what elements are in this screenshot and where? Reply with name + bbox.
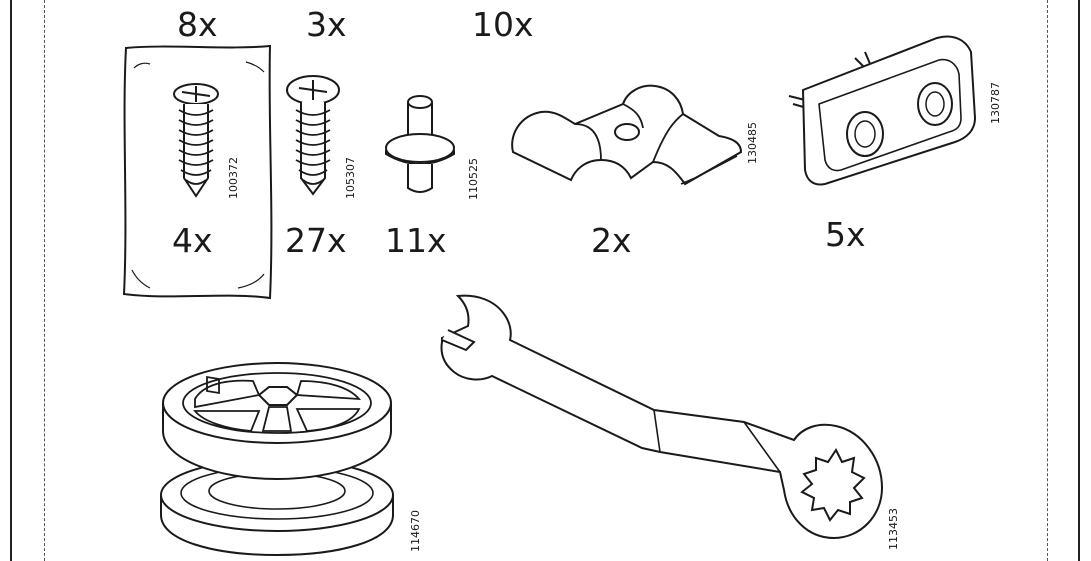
dowel-pin-icon <box>382 92 458 198</box>
code-bracket-clip: 130485 <box>746 122 759 164</box>
code-cam-lock: 114670 <box>409 510 422 552</box>
qty-dowel-pin-bottom: 11x <box>385 221 447 260</box>
bracket-clip-icon <box>505 80 745 190</box>
right-cut-line <box>1047 0 1048 561</box>
qty-bracket-clip: 2x <box>591 221 632 260</box>
right-border <box>1078 0 1080 561</box>
left-border <box>10 0 12 561</box>
qty-short-screw-bottom: 27x <box>285 221 347 260</box>
cam-lock-icon <box>155 355 400 560</box>
qty-connector-plate: 5x <box>825 215 866 254</box>
long-screw-icon <box>168 82 224 200</box>
qty-dowel-pin-top: 10x <box>472 5 534 44</box>
qty-long-screw-bottom: 4x <box>172 221 213 260</box>
short-screw-icon <box>283 74 343 198</box>
wrench-icon <box>432 292 890 546</box>
code-short-screw: 105307 <box>344 157 357 199</box>
qty-short-screw-top: 3x <box>306 5 347 44</box>
qty-long-screw-top: 8x <box>177 5 218 44</box>
code-dowel-pin: 110525 <box>467 158 480 200</box>
code-connector-plate: 130787 <box>989 82 1002 124</box>
plastic-bag-icon <box>118 42 278 304</box>
left-cut-line <box>44 0 45 561</box>
connector-plate-icon <box>785 30 985 190</box>
